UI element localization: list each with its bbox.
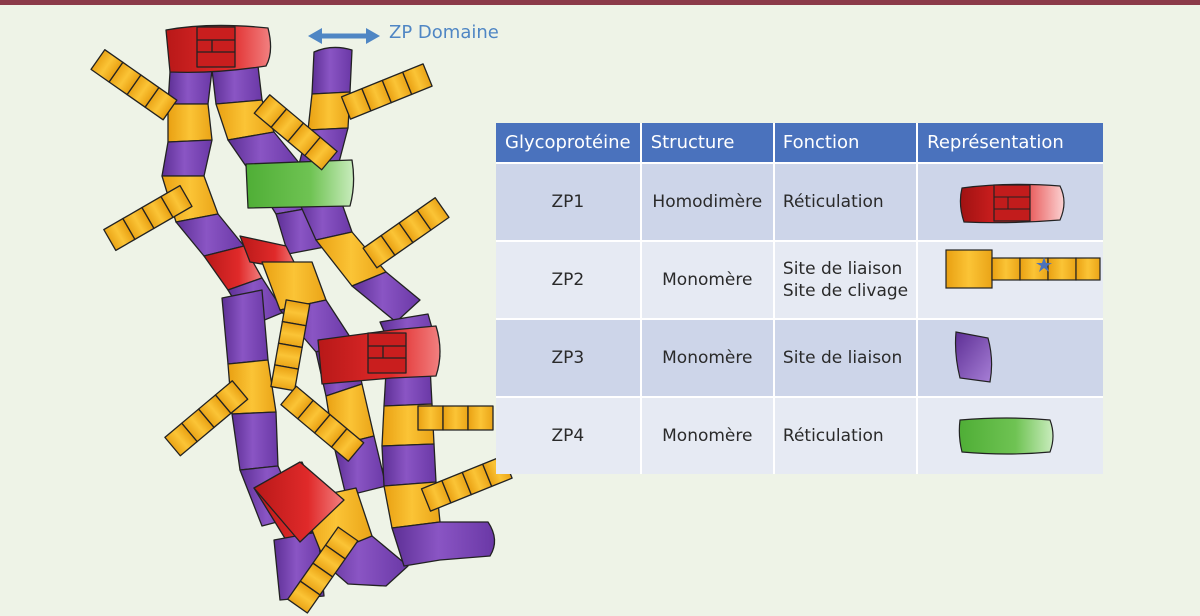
zp-domain-arrow xyxy=(308,28,380,44)
header-function: Fonction xyxy=(774,123,919,162)
function-line: Site de liaison xyxy=(782,348,903,368)
cell-glycoprotein: ZP4 xyxy=(496,396,642,474)
header-representation: Représentation xyxy=(918,123,1103,162)
function-line: Site de liaison xyxy=(782,259,903,279)
zp1-block-icon xyxy=(959,183,1065,224)
zp-domain-label: ZP Domaine xyxy=(389,22,499,43)
cell-glycoprotein: ZP1 xyxy=(496,162,642,240)
table-row-zp1: ZP1 Homodimère Réticulation xyxy=(496,162,1103,240)
cell-glycoprotein: ZP3 xyxy=(496,318,642,396)
cell-glycoprotein: ZP2 xyxy=(496,240,642,318)
cell-representation xyxy=(918,240,1103,318)
header-structure: Structure xyxy=(641,123,775,162)
cleavage-site-star-icon xyxy=(1036,257,1053,272)
cell-structure: Monomère xyxy=(641,240,775,318)
top-rule xyxy=(0,0,1200,5)
function-line: Site de clivage xyxy=(782,281,909,301)
cell-function: Site de liaison xyxy=(774,318,919,396)
function-line: Réticulation xyxy=(782,192,884,212)
cell-function: Site de liaison Site de clivage xyxy=(774,240,919,318)
zp4-block-icon xyxy=(958,417,1054,455)
table-row-zp2: ZP2 Monomère Site de liaison Site de cli… xyxy=(496,240,1103,318)
cell-structure: Monomère xyxy=(641,318,775,396)
zp2-chain-icon xyxy=(945,249,1101,289)
cell-representation xyxy=(918,318,1103,396)
zp4-crosslink xyxy=(245,159,355,209)
zp1-crosslink-bottom xyxy=(253,461,345,543)
function-line: Réticulation xyxy=(782,426,884,446)
zp3-block-icon xyxy=(955,331,993,383)
cell-function: Réticulation xyxy=(774,396,919,474)
cell-representation xyxy=(918,162,1103,240)
cell-function: Réticulation xyxy=(774,162,919,240)
zp1-crosslink-top xyxy=(165,24,272,74)
glycoprotein-legend-table: Glycoprotéine Structure Fonction Représe… xyxy=(496,123,1103,474)
cell-structure: Monomère xyxy=(641,396,775,474)
table-header-row: Glycoprotéine Structure Fonction Représe… xyxy=(496,123,1103,162)
header-glycoprotein: Glycoprotéine xyxy=(496,123,642,162)
cell-representation xyxy=(918,396,1103,474)
zp2-side-chains xyxy=(90,49,513,614)
table-row-zp3: ZP3 Monomère Site de liaison xyxy=(496,318,1103,396)
table-row-zp4: ZP4 Monomère Réticulation xyxy=(496,396,1103,474)
cell-structure: Homodimère xyxy=(641,162,775,240)
zp1-crosslink-middle xyxy=(317,325,441,385)
